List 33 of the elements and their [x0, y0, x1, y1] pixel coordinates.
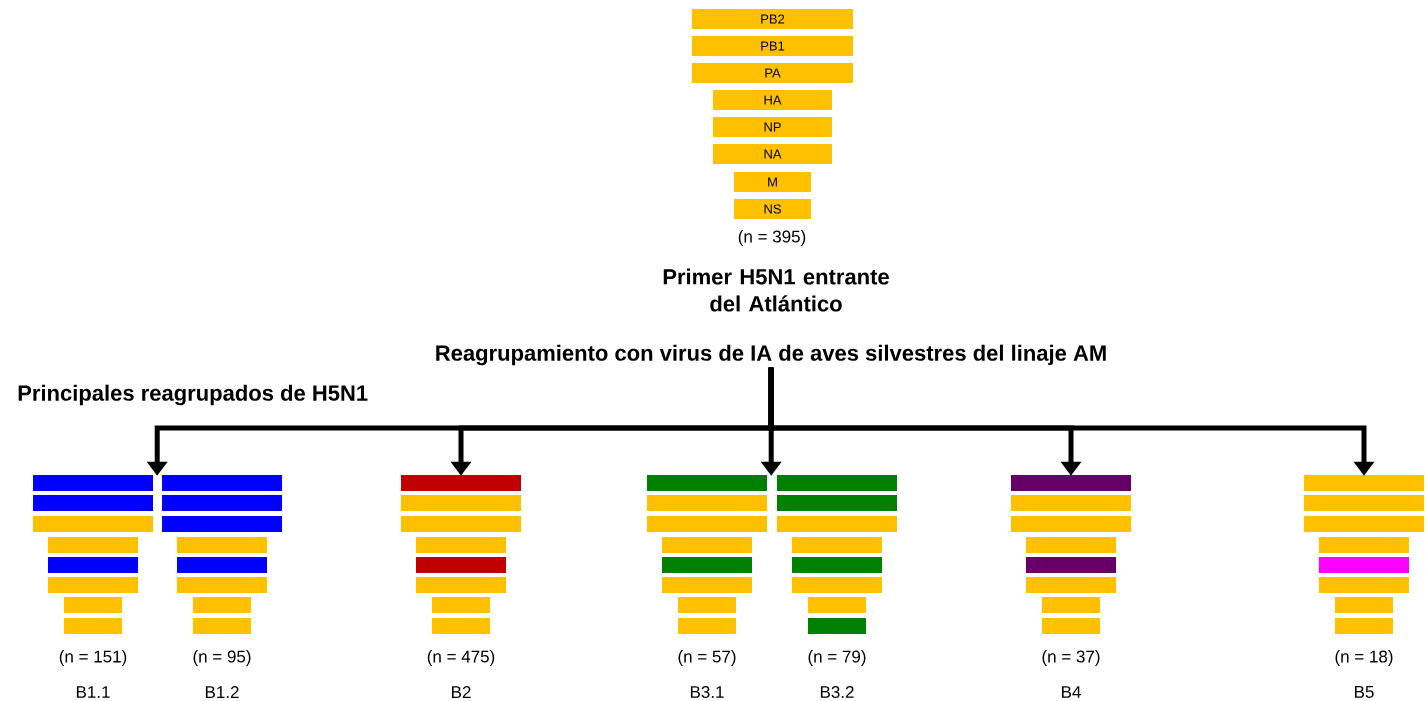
segment-stack-drawing — [1304, 475, 1424, 634]
heading-text: Reagrupamiento con virus de IA de aves silvestres del linaje AM — [436, 344, 1106, 366]
segment-bar: NA — [713, 144, 832, 164]
count-label: (n = 79) — [808, 650, 866, 666]
heading-text: Primer H5N1 entrante del Atlántico — [663, 268, 889, 312]
segment-stack-drawing — [1011, 475, 1131, 634]
segment-stack-drawing — [33, 475, 153, 634]
segment-bar: M — [734, 172, 811, 192]
count-label: (n = 151) — [59, 650, 127, 666]
segment-stack-drawing — [162, 475, 282, 634]
count-label: (n = 18) — [1335, 650, 1393, 666]
segment-bar: NS — [734, 199, 811, 219]
segment-bar: PB2 — [692, 9, 853, 29]
segment-bar: HA — [713, 90, 832, 110]
count-label: (n = 57) — [678, 650, 736, 666]
segment-stack-drawing — [401, 475, 521, 634]
genotype-label: B5 — [1355, 686, 1374, 698]
genotype-label: B1.1 — [76, 686, 110, 698]
genotype-label: B3.1 — [690, 685, 724, 698]
genotype-label: B3.2 — [820, 685, 854, 698]
count-label: (n = 37) — [1042, 650, 1100, 666]
genotype-label: B1.2 — [205, 686, 239, 698]
segment-stack-drawing — [647, 475, 767, 634]
heading-text: Principales reagrupados de H5N1 — [18, 384, 368, 406]
count-label: (n = 475) — [427, 650, 495, 666]
segment-bar: NP — [713, 117, 832, 137]
genotype-label: B2 — [452, 686, 471, 698]
segment-bar: PA — [692, 63, 853, 83]
segment-stack-drawing — [777, 475, 897, 634]
genotype-label: B4 — [1062, 686, 1081, 698]
count-label: (n = 395) — [738, 230, 806, 246]
segment-bar: PB1 — [692, 36, 853, 56]
count-label: (n = 95) — [193, 650, 251, 666]
